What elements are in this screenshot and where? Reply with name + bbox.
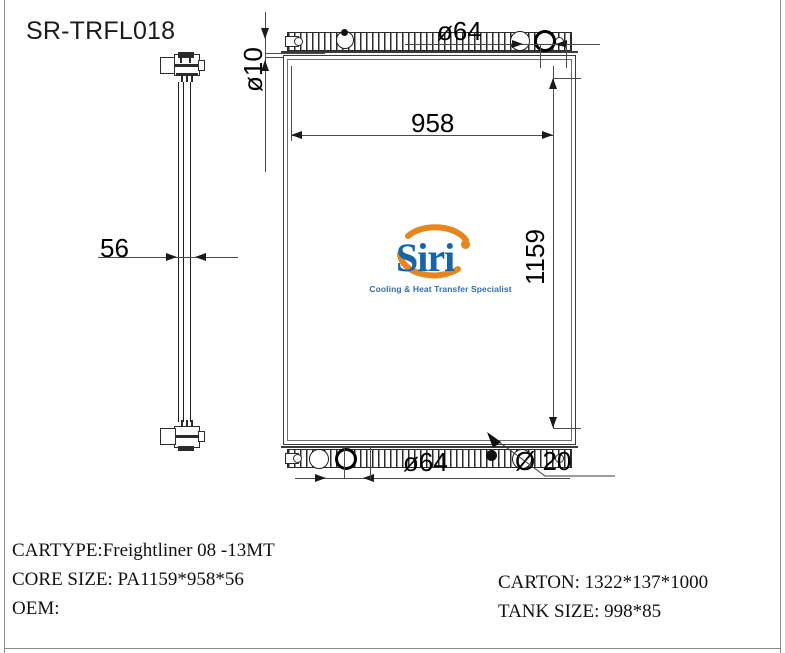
- company-logo: Siri Cooling & Heat Transfer Specialist: [369, 222, 512, 302]
- front-view-drawing: [281, 29, 578, 470]
- side-view-core-profile: [178, 82, 191, 422]
- dim-958-arrow-right: [542, 131, 553, 139]
- fitting-base: [176, 73, 198, 76]
- fitting-pin-2: [186, 76, 188, 82]
- dim-10-arrow-bottom: [261, 60, 269, 71]
- specs-right-block: CARTON: 1322*137*1000 TANK SIZE: 998*85: [498, 568, 708, 626]
- page-border-bottom: [4, 648, 781, 649]
- fitting-neck-left: [180, 56, 182, 63]
- top-tank-left-bracket: [294, 37, 303, 46]
- bottom-tank-inlet-port-left: [309, 449, 329, 469]
- bottom-tank-fin-hatching: [288, 450, 571, 467]
- bottom-tank-top-rail: [281, 446, 578, 448]
- bottom-tank-right-bracket: [555, 454, 564, 463]
- dimension-core-width: 958: [411, 108, 455, 138]
- dimension-core-height: 1159: [520, 229, 550, 285]
- fitting-neck-right: [189, 56, 191, 63]
- fitting-side-tab: [198, 60, 205, 71]
- dim-20-leader-line: [487, 432, 615, 477]
- fitting-pin-1b: [181, 420, 183, 426]
- dim-958-ext-left: [291, 66, 292, 141]
- spec-cartype: CARTYPE:Freightliner 08 -13MT: [12, 540, 275, 561]
- dim-1159-ext-bottom: [553, 428, 581, 429]
- bottom-tank: [279, 445, 580, 471]
- dimension-core-thickness: 56: [100, 233, 129, 263]
- page-border-right: [780, 0, 781, 653]
- fitting-side-tab-b: [198, 431, 205, 442]
- logo-wordmark: Siri: [396, 235, 455, 280]
- dim-64-bot-arrow-left: [315, 474, 326, 482]
- dim-958-arrow-left: [291, 131, 302, 139]
- spec-core-size: CORE SIZE: PA1159*958*56: [12, 569, 244, 590]
- dim-958-line: [291, 135, 553, 136]
- top-tank-bottom-rail: [281, 51, 578, 53]
- bottom-tank-left-bracket: [293, 454, 302, 463]
- dim-64-bot-ext-left: [344, 446, 345, 479]
- dim-1159-arrow-bottom: [549, 417, 557, 428]
- top-tank: [279, 29, 580, 55]
- logo-dot-icon: [461, 240, 470, 249]
- radiator-core-inner-frame: [287, 59, 572, 441]
- dim-1159-ext-top: [553, 78, 581, 79]
- top-tank-small-plug: [341, 29, 348, 36]
- dim-56-arrow-left: [166, 253, 177, 261]
- fitting-cap: [178, 52, 194, 58]
- dimension-bottom-port-spacing: ø64: [403, 447, 448, 477]
- logo-arc-icon: [397, 224, 469, 279]
- specs-left-block: CARTYPE:Freightliner 08 -13MT CORE SIZE:…: [12, 536, 275, 623]
- top-tank-body: [287, 32, 572, 51]
- fitting-pin-1: [181, 76, 183, 82]
- dim-10-leader-a: [265, 53, 325, 54]
- dim-1159-line: [553, 78, 554, 428]
- dim-64-top-ext-right: [566, 44, 567, 68]
- bottom-tank-drain-plug: [486, 450, 497, 461]
- fitting-flange-left-b: [160, 428, 176, 445]
- dim-56-arrow-right: [195, 253, 206, 261]
- side-view-top-fitting: [160, 52, 208, 82]
- dim-64-bot-line: [295, 478, 570, 479]
- side-view-bottom-fitting: [160, 420, 208, 451]
- top-tank-fin-hatching: [288, 33, 571, 50]
- fitting-band-b: [174, 435, 200, 438]
- page-border-left: [4, 0, 5, 653]
- bottom-tank-inlet-port-right: [335, 448, 357, 470]
- dim-64-top-arrow-left: [512, 40, 523, 48]
- fitting-cap-b: [178, 446, 194, 451]
- top-tank-outlet-port-right: [534, 30, 556, 52]
- part-number-title: SR-TRFL018: [26, 17, 176, 45]
- fitting-band: [174, 64, 200, 67]
- dimension-top-port-spacing: ø64: [437, 16, 482, 46]
- dim-10-extension-line: [265, 12, 266, 172]
- spec-oem: OEM:: [12, 598, 60, 619]
- radiator-core-outer-frame: [283, 55, 576, 445]
- side-view-core-centerline: [183, 82, 184, 422]
- dim-64-top-line: [405, 44, 600, 45]
- fitting-pin-3: [191, 76, 193, 82]
- side-view-drawing: [150, 52, 222, 452]
- fitting-pin-2b: [186, 420, 188, 426]
- dim-10-arrow-top: [261, 28, 269, 39]
- dim-64-top-ext-left: [540, 44, 541, 68]
- dim-64-bot-ext-right: [370, 446, 371, 479]
- dim-1159-arrow-top: [549, 78, 557, 89]
- spec-tank-size: TANK SIZE: 998*85: [498, 601, 662, 622]
- logo-tagline: Cooling & Heat Transfer Specialist: [369, 284, 512, 294]
- dim-64-bot-arrow-right: [363, 474, 374, 482]
- fitting-pin-3b: [191, 420, 193, 426]
- spec-carton: CARTON: 1322*137*1000: [498, 572, 709, 593]
- dim-64-top-arrow-right: [556, 40, 567, 48]
- bottom-tank-body: [287, 449, 572, 468]
